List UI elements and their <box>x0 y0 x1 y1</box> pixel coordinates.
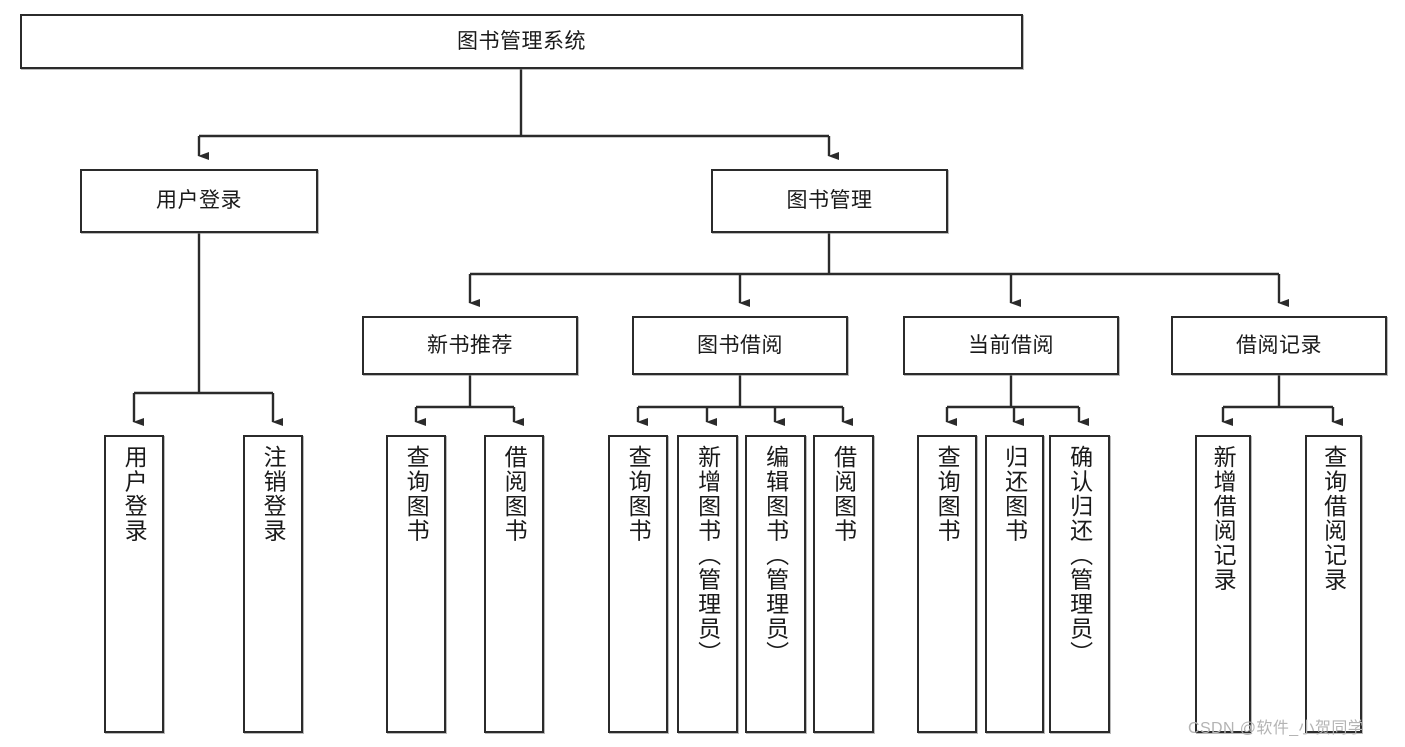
leaf-record-add-borrow-record[interactable]: 新增借阅记录 <box>1195 435 1251 733</box>
leaf-record-query-borrow-record[interactable]: 查询借阅记录 <box>1305 435 1362 733</box>
node-label: 图书管理 <box>786 189 873 213</box>
node-label: 当前借阅 <box>968 333 1054 357</box>
node-label: 新增图书（管理员） <box>694 445 721 666</box>
node-label: 编辑图书（管理员） <box>762 445 789 666</box>
node-label: 查询借阅记录 <box>1320 445 1347 592</box>
node-label: 借阅图书 <box>830 445 857 543</box>
node-label: 借阅记录 <box>1236 333 1322 357</box>
node-label: 查询图书 <box>934 445 961 543</box>
node-label: 确认归还（管理员） <box>1066 445 1093 666</box>
node-book-borrow[interactable]: 图书借阅 <box>632 316 848 375</box>
leaf-borrow-edit-book-admin[interactable]: 编辑图书（管理员） <box>745 435 806 733</box>
leaf-current-return-book[interactable]: 归还图书 <box>985 435 1044 733</box>
node-label: 图书管理系统 <box>457 29 586 53</box>
node-label: 借阅图书 <box>501 445 528 543</box>
node-book-management[interactable]: 图书管理 <box>711 169 948 233</box>
leaf-current-query-book[interactable]: 查询图书 <box>917 435 977 733</box>
leaf-borrow-borrow-book[interactable]: 借阅图书 <box>813 435 874 733</box>
node-label: 归还图书 <box>1001 445 1028 543</box>
node-label: 用户登录 <box>156 189 242 213</box>
node-label: 查询图书 <box>625 445 652 543</box>
leaf-borrow-query-book[interactable]: 查询图书 <box>608 435 668 733</box>
node-label: 查询图书 <box>403 445 430 543</box>
node-borrow-record[interactable]: 借阅记录 <box>1171 316 1387 375</box>
leaf-user-login[interactable]: 用户登录 <box>104 435 164 733</box>
node-current-borrow[interactable]: 当前借阅 <box>903 316 1119 375</box>
node-label: 用户登录 <box>121 445 148 543</box>
node-label: 注销登录 <box>260 445 287 543</box>
leaf-recommend-borrow-book[interactable]: 借阅图书 <box>484 435 544 733</box>
leaf-logout-login[interactable]: 注销登录 <box>243 435 303 733</box>
node-label: 图书借阅 <box>697 333 783 357</box>
leaf-current-confirm-return-admin[interactable]: 确认归还（管理员） <box>1049 435 1110 733</box>
node-new-book-recommend[interactable]: 新书推荐 <box>362 316 578 375</box>
node-root-system[interactable]: 图书管理系统 <box>20 14 1023 69</box>
leaf-borrow-add-book-admin[interactable]: 新增图书（管理员） <box>677 435 738 733</box>
node-label: 新增借阅记录 <box>1210 445 1237 592</box>
leaf-recommend-query-book[interactable]: 查询图书 <box>386 435 446 733</box>
node-label: 新书推荐 <box>427 333 513 357</box>
csdn-watermark: CSDN @软件_小贺同学 <box>1188 720 1365 737</box>
node-user-login[interactable]: 用户登录 <box>80 169 318 233</box>
